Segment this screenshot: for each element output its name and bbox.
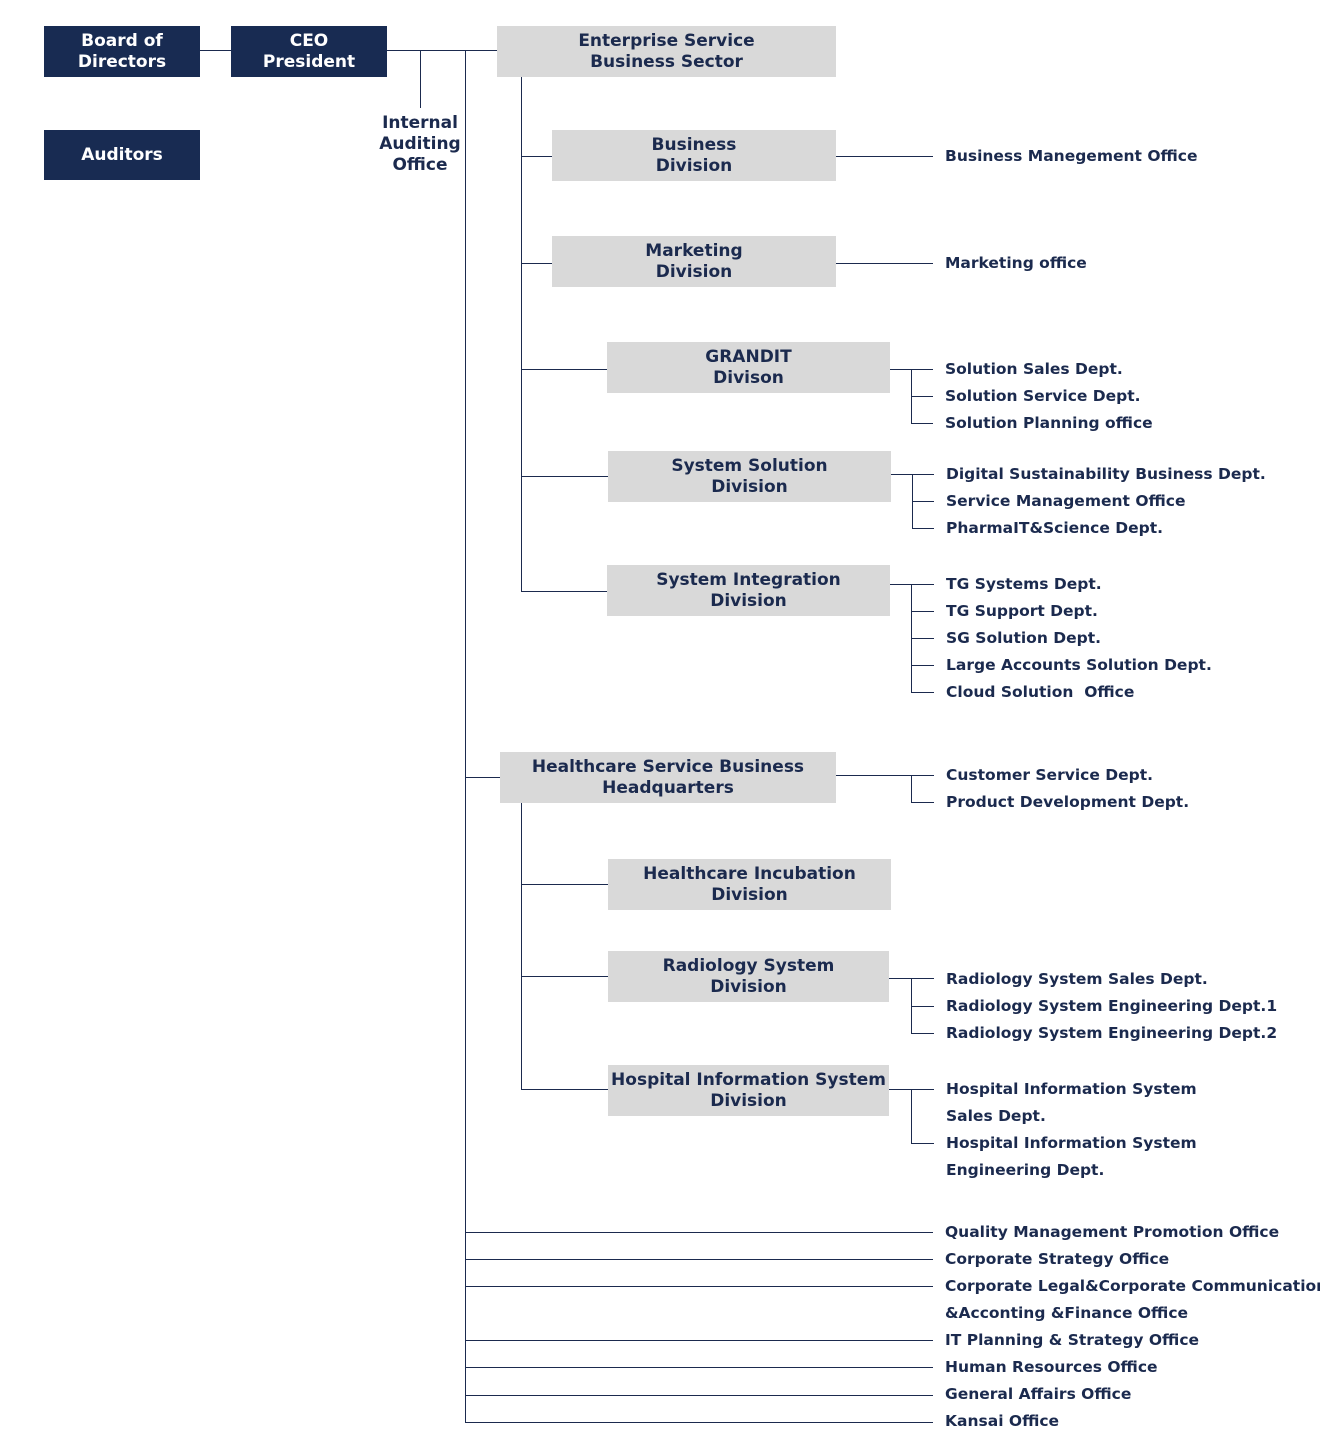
system-solution-division-box: System Solution Division xyxy=(608,451,891,502)
unit-label: Solution Sales Dept. xyxy=(945,360,1123,378)
connector xyxy=(465,1395,933,1397)
auditors-box: Auditors xyxy=(44,130,200,180)
healthcare-hq-box: Healthcare Service Business Headquarters xyxy=(500,752,836,803)
connector xyxy=(836,775,934,777)
unit-label: Digital Sustainability Business Dept. xyxy=(946,465,1266,483)
connector xyxy=(911,396,933,398)
unit-label: Customer Service Dept. xyxy=(946,766,1154,784)
connector xyxy=(465,777,500,779)
connector xyxy=(521,263,552,265)
corporate-office-label: General Affairs Office xyxy=(945,1385,1132,1403)
unit-label: Service Management Office xyxy=(946,492,1186,510)
enterprise-service-sector-box: Enterprise Service Business Sector xyxy=(497,26,836,77)
hospital-information-system-division-box: Hospital Information System Division xyxy=(608,1065,889,1116)
connector xyxy=(911,1006,934,1008)
unit-label: TG Systems Dept. xyxy=(946,575,1102,593)
unit-label: Hospital Information System xyxy=(946,1134,1197,1152)
unit-label: Solution Service Dept. xyxy=(945,387,1141,405)
connector xyxy=(911,1089,913,1144)
main-trunk-line xyxy=(465,50,467,1423)
unit-label: TG Support Dept. xyxy=(946,602,1098,620)
connector xyxy=(911,611,934,613)
connector xyxy=(465,1286,933,1288)
corporate-office-label: Kansai Office xyxy=(945,1412,1060,1430)
enterprise-trunk-line xyxy=(521,77,523,591)
grandit-division-box: GRANDIT Divison xyxy=(607,342,890,393)
connector xyxy=(912,501,934,503)
corporate-office-label: IT Planning & Strategy Office xyxy=(945,1331,1200,1349)
connector xyxy=(912,528,934,530)
connector xyxy=(836,263,933,265)
connector xyxy=(911,802,934,804)
healthcare-incubation-division-box: Healthcare Incubation Division xyxy=(608,859,891,910)
unit-label: Solution Planning office xyxy=(945,414,1153,432)
unit-label: Radiology System Sales Dept. xyxy=(946,970,1208,988)
unit-label: Radiology System Engineering Dept.1 xyxy=(946,997,1278,1015)
unit-label: PharmaIT&Science Dept. xyxy=(946,519,1164,537)
connector xyxy=(465,1259,933,1261)
connector xyxy=(521,1089,608,1091)
connector xyxy=(911,775,913,803)
connector xyxy=(465,1367,933,1369)
marketing-division-box: Marketing Division xyxy=(552,236,836,287)
healthcare-trunk-line xyxy=(521,803,523,1090)
connector xyxy=(465,1422,933,1424)
internal-auditing-office-label: Internal Auditing Office xyxy=(379,113,461,175)
connector xyxy=(836,156,933,158)
internal-audit-connector xyxy=(420,50,422,108)
connector xyxy=(521,591,607,593)
connector xyxy=(465,1232,933,1234)
unit-label: Hospital Information System xyxy=(946,1080,1197,1098)
connector xyxy=(911,1143,934,1145)
unit-label: Cloud Solution Office xyxy=(946,683,1135,701)
connector xyxy=(911,692,934,694)
connector xyxy=(911,638,934,640)
unit-label: Radiology System Engineering Dept.2 xyxy=(946,1024,1278,1042)
connector xyxy=(911,1033,934,1035)
connector xyxy=(521,476,608,478)
unit-label: Sales Dept. xyxy=(946,1107,1046,1125)
unit-label: Marketing office xyxy=(945,254,1087,272)
unit-label: Engineering Dept. xyxy=(946,1161,1105,1179)
connector xyxy=(465,1340,933,1342)
unit-label: SG Solution Dept. xyxy=(946,629,1102,647)
connector xyxy=(911,665,934,667)
unit-label: Large Accounts Solution Dept. xyxy=(946,656,1212,674)
connector xyxy=(521,156,552,158)
business-division-box: Business Division xyxy=(552,130,836,181)
ceo-president-box: CEO President xyxy=(231,26,387,77)
corporate-office-label: Human Resources Office xyxy=(945,1358,1158,1376)
ceo-sector-connector xyxy=(387,50,497,52)
connector xyxy=(521,976,608,978)
radiology-system-division-box: Radiology System Division xyxy=(608,951,889,1002)
unit-label: Business Manegement Office xyxy=(945,147,1198,165)
connector xyxy=(521,884,608,886)
corporate-office-label: Corporate Strategy Office xyxy=(945,1250,1170,1268)
board-ceo-connector xyxy=(200,50,231,52)
unit-label: Product Development Dept. xyxy=(946,793,1190,811)
connector xyxy=(521,369,607,371)
corporate-office-label: Quality Management Promotion Office xyxy=(945,1223,1280,1241)
board-of-directors-box: Board of Directors xyxy=(44,26,200,77)
connector xyxy=(911,423,933,425)
corporate-office-label: Corporate Legal&Corporate Communications xyxy=(945,1277,1320,1295)
corporate-office-label: &Acconting &Finance Office xyxy=(945,1304,1189,1322)
system-integration-division-box: System Integration Division xyxy=(607,565,890,616)
